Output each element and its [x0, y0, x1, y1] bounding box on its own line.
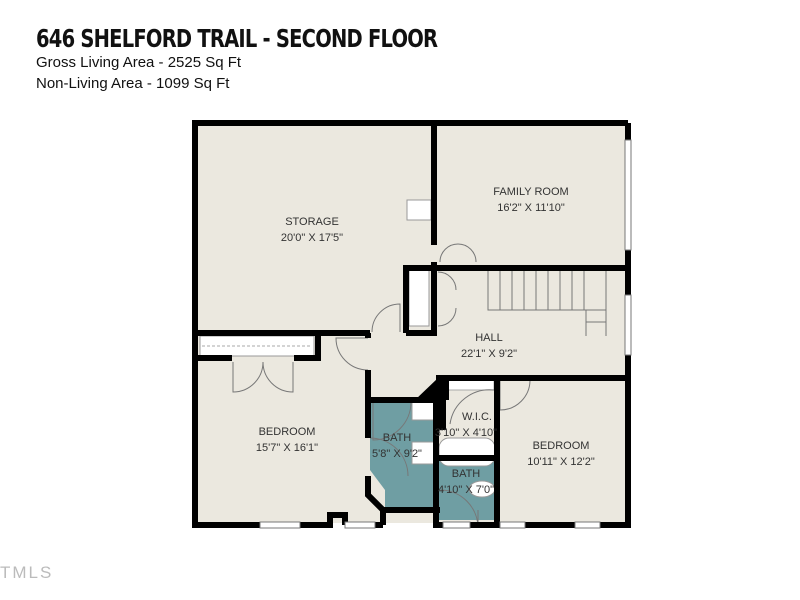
chimney-box	[406, 199, 432, 221]
room-dims-bedroom-2: 10'11" X 12'2"	[527, 456, 595, 468]
gross-living-area: Gross Living Area - 2525 Sq Ft	[36, 54, 242, 71]
linen-closet	[408, 269, 430, 327]
room-name-bedroom-1: BEDROOM	[259, 426, 316, 438]
page-title: 646 SHELFORD TRAIL - SECOND FLOOR	[36, 24, 438, 53]
doors	[232, 243, 531, 529]
room-dims-bedroom-1: 15'7" X 16'1"	[256, 442, 318, 454]
room-dims-bath-2: 4'10" X 7'0"	[438, 484, 494, 496]
room-dims-family-room: 16'2" X 11'10"	[497, 202, 565, 214]
room-name-storage: STORAGE	[285, 216, 339, 228]
non-living-area: Non-Living Area - 1099 Sq Ft	[36, 75, 230, 92]
bathtub	[438, 437, 496, 467]
stairs	[487, 269, 607, 336]
chase-wall	[415, 378, 446, 430]
room-name-hall: HALL	[475, 332, 503, 344]
room-name-bedroom-2: BEDROOM	[533, 440, 590, 452]
room-name-bath-2: BATH	[452, 468, 481, 480]
room-dims-wic: 3'10" X 4'10"	[435, 427, 497, 439]
room-name-wic: W.I.C.	[462, 411, 492, 423]
room-dims-bath-1: 5'8" X 9'2"	[372, 448, 422, 460]
bath-1-floor	[370, 400, 436, 510]
watermark: TMLS	[0, 563, 54, 582]
room-name-bath-1: BATH	[383, 432, 412, 444]
walls	[192, 120, 631, 528]
room-dims-storage: 20'0" X 17'5"	[281, 232, 343, 244]
room-name-family-room: FAMILY ROOM	[493, 186, 568, 198]
windows	[259, 139, 632, 529]
wic-shelf	[445, 379, 495, 391]
room-dims-hall: 22'1" X 9'2"	[461, 348, 517, 360]
